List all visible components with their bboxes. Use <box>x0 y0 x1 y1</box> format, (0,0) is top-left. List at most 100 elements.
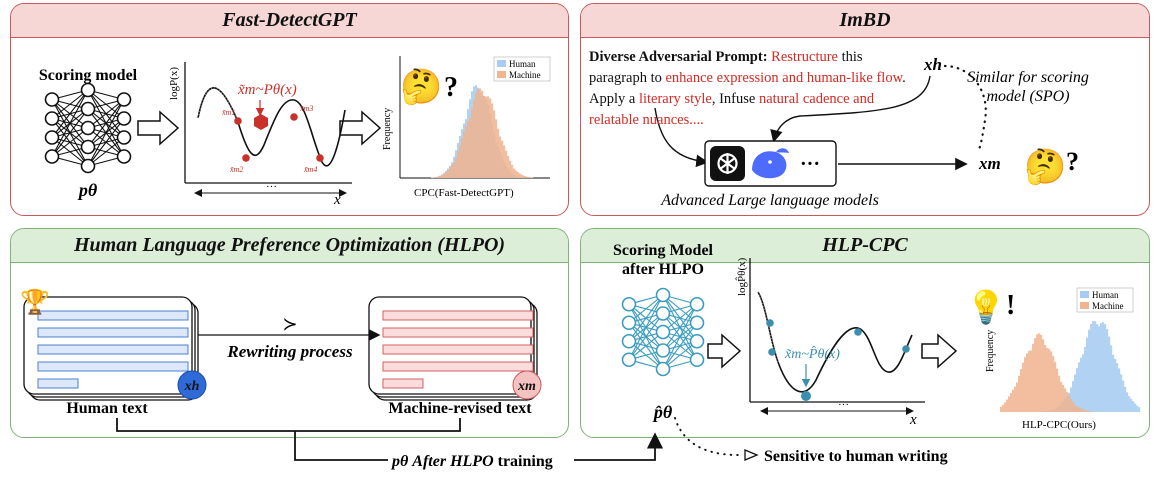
sample-point-label: x̃m1 <box>221 108 235 117</box>
histogram-bin <box>1058 375 1061 412</box>
network-node <box>80 120 96 136</box>
adversarial-prompt: Diverse Adversarial Prompt: Restructure … <box>589 47 919 131</box>
scoring-model-network-icon <box>44 82 132 174</box>
histogram-bin <box>1072 402 1075 412</box>
prompt-segment: enhance expression and human-like flow <box>665 70 903 86</box>
prompt-segment: this paragraph to <box>589 49 863 86</box>
panel-title: Fast-DetectGPT <box>11 4 568 38</box>
network-node <box>44 149 60 164</box>
network-edge <box>628 313 664 361</box>
xh-badge-label: xh <box>184 379 200 394</box>
histogram-bin <box>1050 351 1053 412</box>
histogram-bin <box>451 164 454 178</box>
histogram-bin <box>1044 345 1047 412</box>
histogram-bin <box>1098 326 1101 412</box>
histogram-bin <box>1088 329 1091 412</box>
legend-machine-label: Machine <box>1092 301 1124 311</box>
histogram-bin <box>1054 361 1057 412</box>
panel-title: Human Language Preference Optimization (… <box>11 229 568 263</box>
block-arrow-icon <box>707 333 742 369</box>
histogram-bin <box>1082 354 1085 412</box>
network-edge <box>87 99 125 167</box>
sample-point <box>768 348 776 356</box>
histogram-bin <box>491 103 494 178</box>
text-line <box>382 378 424 389</box>
histogram-bin <box>477 89 480 178</box>
prompt-segment: Restructure <box>771 49 838 65</box>
sample-point <box>902 345 910 353</box>
network-edge <box>662 322 698 370</box>
histogram-bin <box>1036 334 1039 412</box>
scoring-label-line1: Scoring Model <box>613 242 714 259</box>
histogram-bin <box>1126 392 1129 412</box>
histogram-bin <box>1086 410 1089 412</box>
histogram-bin <box>1040 335 1043 412</box>
histogram-bin <box>1128 396 1131 412</box>
histogram-bin <box>1090 411 1093 412</box>
llm-ellipsis: ··· <box>800 153 820 175</box>
curve-y-label: logP̂θ(x) <box>735 257 748 296</box>
sample-point <box>854 328 862 336</box>
network-node <box>655 361 671 377</box>
legend-human-swatch <box>497 60 506 67</box>
likelihood-curve <box>197 87 346 167</box>
network-node <box>116 92 132 107</box>
sample-points: x̃m1x̃m2x̃m3x̃m4 <box>221 104 324 174</box>
histogram-bin <box>461 138 464 178</box>
histogram-bin <box>501 140 504 178</box>
histogram-bin <box>487 96 490 178</box>
histogram-bin <box>1086 337 1089 412</box>
histogram-bin <box>1120 374 1123 412</box>
text-line <box>37 378 79 389</box>
question-mark: ? <box>444 72 458 103</box>
network-node <box>689 352 705 368</box>
question-mark: ? <box>1066 147 1079 176</box>
sample-hexagon-icon <box>254 114 268 130</box>
histogram-bin <box>1018 375 1021 412</box>
hist-y-label: Frequency <box>985 330 996 372</box>
sample-point-label: x̃m3 <box>299 104 313 113</box>
histogram-bin <box>1078 407 1081 412</box>
histogram-bin <box>1106 329 1109 412</box>
histogram-bin <box>499 136 502 178</box>
histogram-bin <box>1114 358 1117 412</box>
network-node <box>621 333 637 349</box>
histogram-bin <box>1080 408 1083 412</box>
histogram-bin <box>1022 362 1025 412</box>
histogram-bin <box>517 172 520 178</box>
sample-point <box>801 391 811 401</box>
training-bracket <box>116 418 461 432</box>
histogram-bin <box>1134 403 1137 412</box>
sample-point <box>234 117 242 125</box>
prompt-segment: , Infuse <box>711 91 759 107</box>
histogram-bin <box>1066 392 1069 412</box>
network-edge <box>662 303 698 333</box>
histogram-bin <box>481 90 484 178</box>
network-node <box>80 158 96 174</box>
network-node <box>655 306 671 321</box>
histogram-bin <box>1068 395 1071 412</box>
histogram-bin <box>1088 411 1091 412</box>
network-node <box>655 343 671 358</box>
model-symbol: p̂θ <box>652 402 673 422</box>
network-edge <box>87 137 125 167</box>
histogram-bin <box>1016 382 1019 412</box>
legend-box <box>493 56 551 82</box>
sample-point <box>242 154 250 162</box>
network-node <box>116 149 132 164</box>
thinking-emoji: 🤔 <box>1024 148 1066 186</box>
histogram-bin <box>1000 406 1003 412</box>
histogram-bin <box>527 177 530 178</box>
prompt-segment: natural cadence and relatable nuances...… <box>589 91 875 128</box>
legend-machine-swatch <box>1080 302 1089 309</box>
trophy-icon: 🏆 <box>20 288 50 316</box>
histogram-bin <box>1008 396 1011 412</box>
curve-x-label: x <box>909 412 917 428</box>
histogram-bin <box>1004 402 1007 412</box>
similarity-dotted-link <box>943 64 987 154</box>
histogram-bin <box>437 176 440 178</box>
network-node <box>655 287 671 303</box>
training-label: pθ After HLPO training <box>390 453 553 470</box>
histogram-bin <box>1014 386 1017 412</box>
